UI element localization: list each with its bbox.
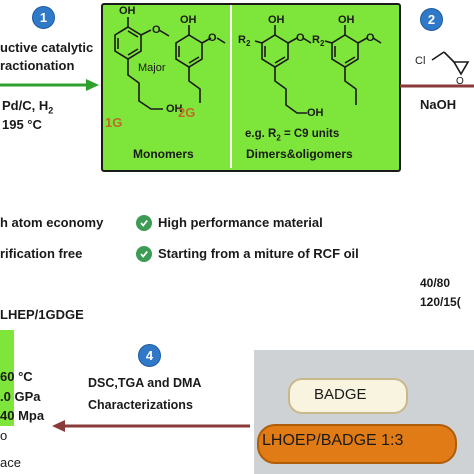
step-1-arrow xyxy=(0,79,99,91)
step-1-badge: 1 xyxy=(32,6,55,29)
dimer-chain-oh: OH xyxy=(307,107,324,119)
advantage-atom-economy: h atom economy xyxy=(0,215,104,230)
check-icon xyxy=(136,246,152,262)
blend-sample-bar xyxy=(257,424,457,464)
step-4-arrow xyxy=(52,420,250,432)
monomers-structures xyxy=(114,17,226,110)
step-2-arrow xyxy=(400,84,474,88)
ratio-line-1: 40/80 xyxy=(420,276,451,290)
monomers-caption: Monomers xyxy=(133,147,194,161)
badge-sample-bar xyxy=(288,378,408,414)
panel-divider xyxy=(230,5,232,168)
dimer-right-oh: OH xyxy=(338,14,355,26)
monomer-1g-chain-oh: OH xyxy=(166,103,183,115)
advantage-high-performance: High performance material xyxy=(158,215,323,230)
step-4-line2: Characterizations xyxy=(88,398,193,412)
property-temperature: 60 °C xyxy=(0,369,33,384)
ratio-line-2: 120/15( xyxy=(420,295,461,309)
monomer-1g-oh: OH xyxy=(119,5,136,17)
dimer-link-o: O xyxy=(296,32,305,44)
badge-sample-label: BADGE xyxy=(314,386,367,403)
dimers-structures xyxy=(254,25,382,114)
step-1-title-line2: ractionation xyxy=(0,58,75,73)
formulation-label: LHEP/1GDGE xyxy=(0,307,84,322)
epoxide-o: O xyxy=(456,76,464,87)
step-4-line1: DSC,TGA and DMA xyxy=(88,376,202,390)
monomer-1g-ome: O xyxy=(152,24,161,36)
monomer-2g-ome: O xyxy=(208,32,217,44)
dimer-example: e.g. R2 = C9 units xyxy=(245,128,340,143)
property-fragment-ace: ace xyxy=(0,455,21,470)
properties-panel xyxy=(0,330,14,426)
step-1-number: 1 xyxy=(39,10,48,25)
advantage-rcf-oil: Starting from a miture of RCF oil xyxy=(158,246,359,261)
step-2-number: 2 xyxy=(427,12,436,27)
label-1g: 1G xyxy=(105,115,123,130)
property-fragment-o: o xyxy=(0,428,8,443)
check-icon xyxy=(136,215,152,231)
step-1-reagent: Pd/C, H2 xyxy=(2,98,54,116)
dimers-caption: Dimers&oligomers xyxy=(246,147,353,161)
epichlorohydrin-structure xyxy=(431,51,470,76)
step-1-temperature: 195 °C xyxy=(2,117,42,132)
step-4-badge: 4 xyxy=(138,344,161,367)
dimer-r2-left: R2 xyxy=(238,34,251,49)
step-1-title-line1: uctive catalytic xyxy=(0,40,94,55)
dimer-ome: O xyxy=(366,32,375,44)
advantage-purification-free: rification free xyxy=(0,246,83,261)
blend-sample-label: LHOEP/BADGE 1:3 xyxy=(262,432,404,449)
monomer-2g-oh: OH xyxy=(180,14,197,26)
dimer-r2-mid: R2 xyxy=(312,34,325,49)
dimer-left-oh: OH xyxy=(268,14,285,26)
property-strength: 40 Mpa xyxy=(0,408,45,423)
step-4-number: 4 xyxy=(145,348,154,363)
label-2g: 2G xyxy=(178,105,196,120)
step-2-reagent: NaOH xyxy=(420,97,457,112)
epichlorohydrin-cl: Cl xyxy=(415,55,426,67)
property-modulus: .0 GPa xyxy=(0,389,41,404)
step-2-badge: 2 xyxy=(420,8,443,31)
major-label: Major xyxy=(138,62,166,74)
